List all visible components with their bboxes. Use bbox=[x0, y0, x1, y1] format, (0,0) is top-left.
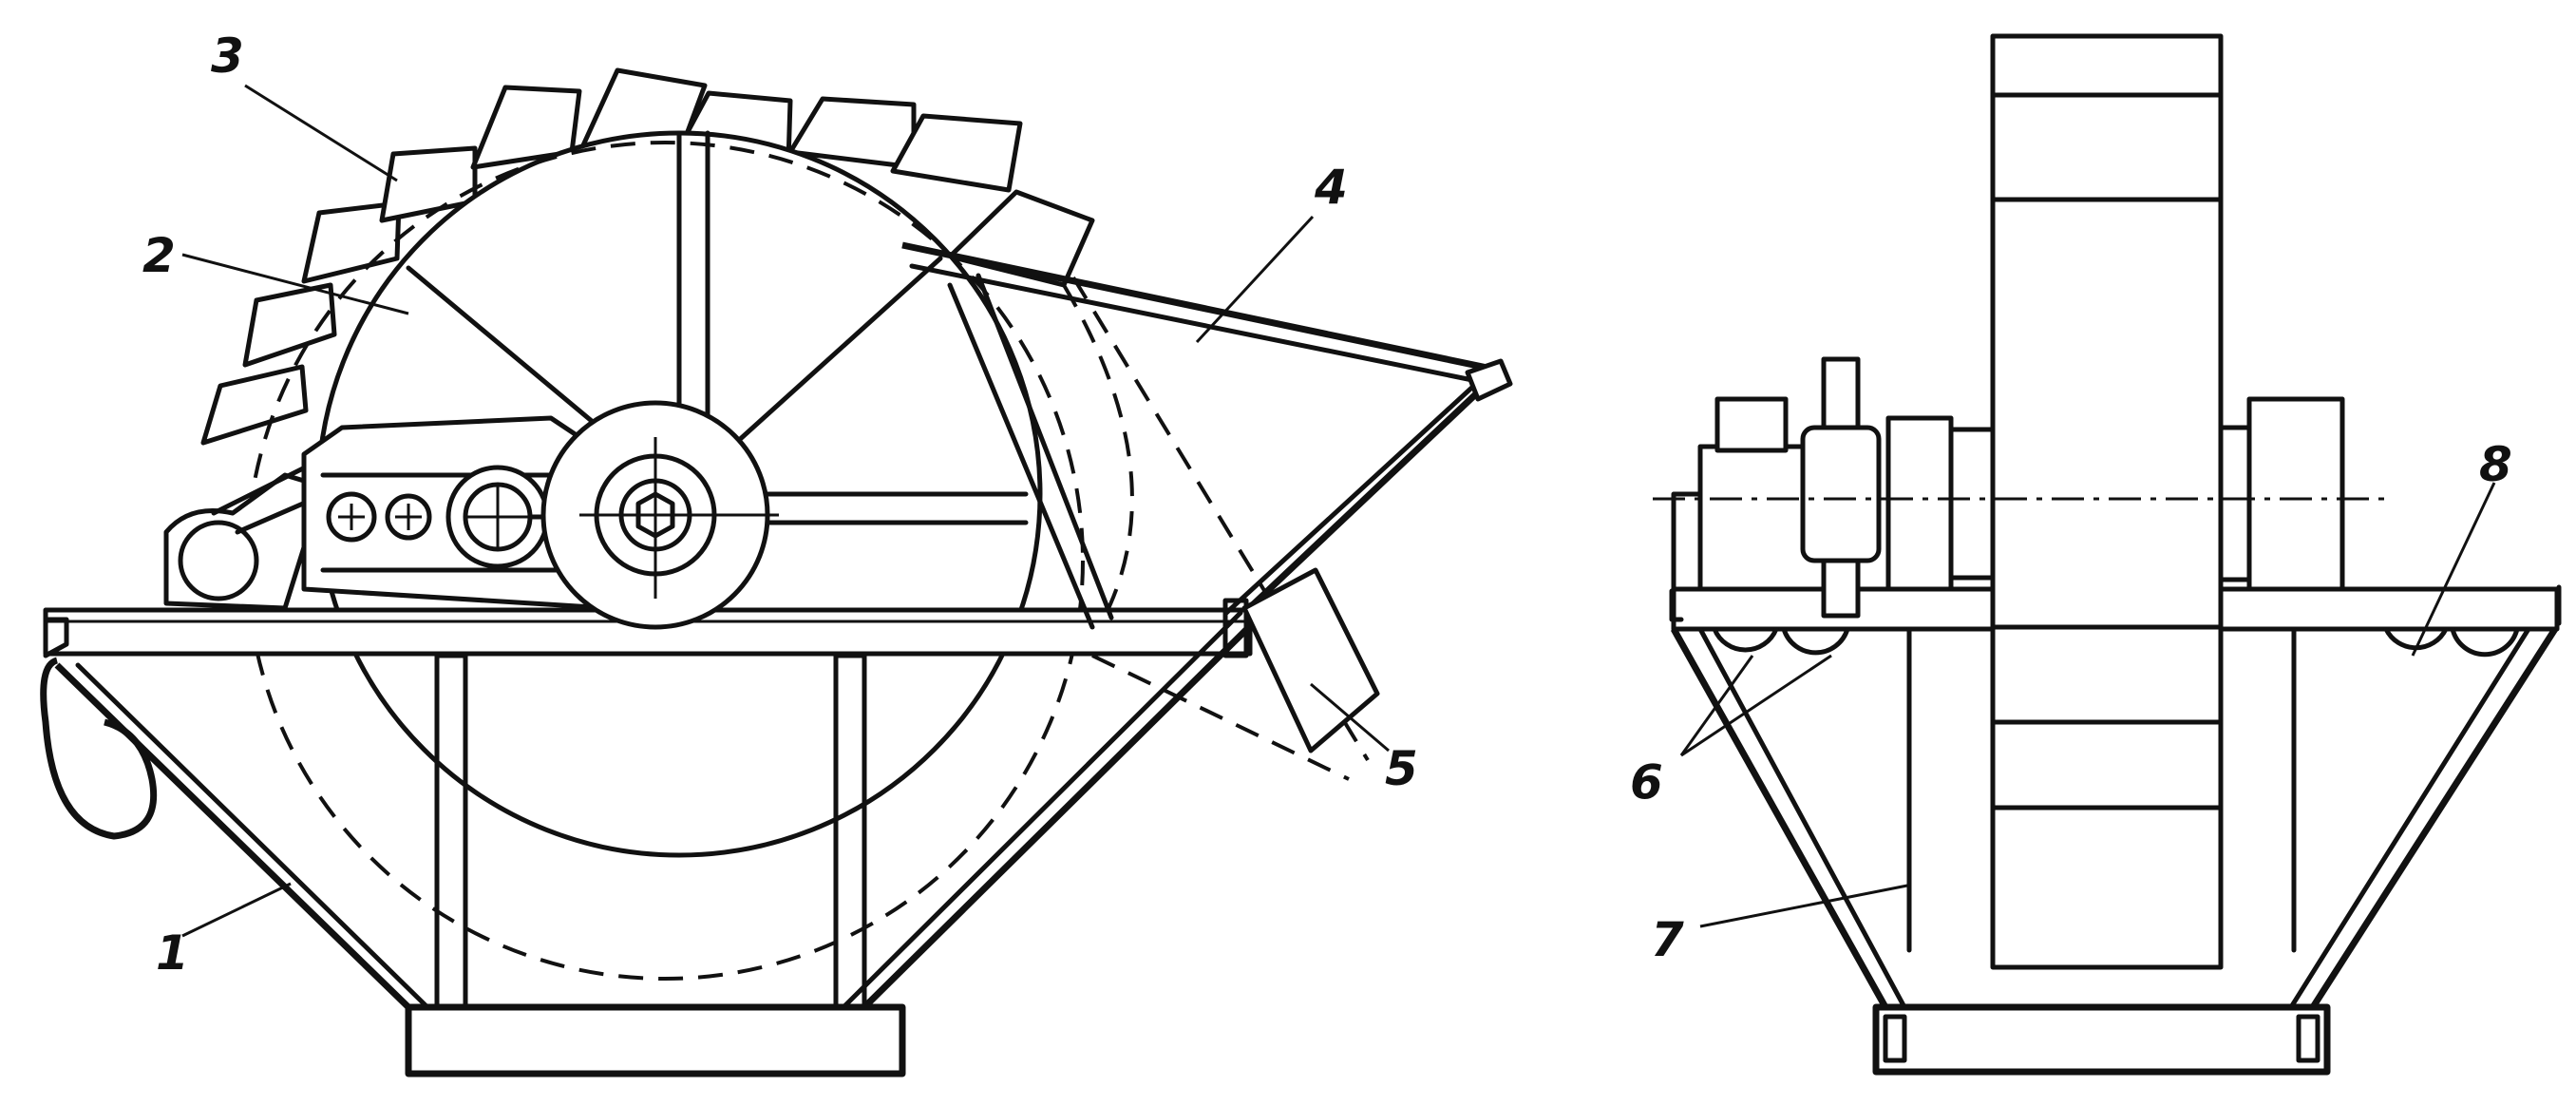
callout-5: 5 bbox=[1385, 741, 1418, 796]
drive-assembly bbox=[163, 400, 779, 630]
callout-3: 3 bbox=[211, 29, 244, 84]
hidden-wheel-outline bbox=[245, 141, 1085, 981]
callout-4: 4 bbox=[1314, 160, 1348, 215]
callout-8: 8 bbox=[2479, 437, 2512, 492]
side-wheel bbox=[1990, 33, 2224, 970]
callout-labels: 3 2 4 5 1 6 7 8 bbox=[142, 29, 2512, 981]
callout-2: 2 bbox=[142, 228, 176, 283]
water-tank bbox=[40, 598, 1266, 1077]
dewatering-chute bbox=[901, 241, 1513, 781]
leader-lines bbox=[181, 84, 2496, 938]
side-drive-assembly bbox=[1671, 356, 2345, 619]
front-elevation-view bbox=[40, 67, 1513, 1077]
bucket-set bbox=[200, 67, 1095, 446]
callout-6: 6 bbox=[1630, 754, 1663, 810]
side-elevation-view bbox=[1653, 33, 2562, 1076]
callout-1: 1 bbox=[156, 925, 189, 981]
discharge-bucket bbox=[1241, 567, 1380, 753]
callout-7: 7 bbox=[1651, 912, 1684, 967]
